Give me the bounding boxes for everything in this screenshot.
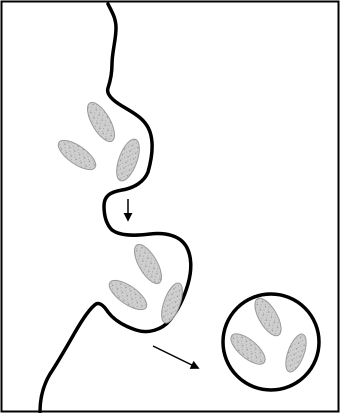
- particle: [285, 333, 307, 373]
- particle-group-upper: [57, 101, 140, 182]
- particle-group-vesicle: [230, 297, 307, 373]
- particle: [57, 139, 97, 171]
- particle: [230, 333, 266, 365]
- membrane-outline: [38, 2, 193, 413]
- particle: [134, 243, 162, 285]
- particle: [116, 138, 140, 182]
- particle: [161, 282, 183, 324]
- particle-group-lower: [108, 243, 183, 324]
- particle: [108, 279, 148, 311]
- particle: [254, 297, 282, 337]
- arrow-diagonal-icon: [152, 345, 200, 369]
- particle: [87, 101, 115, 143]
